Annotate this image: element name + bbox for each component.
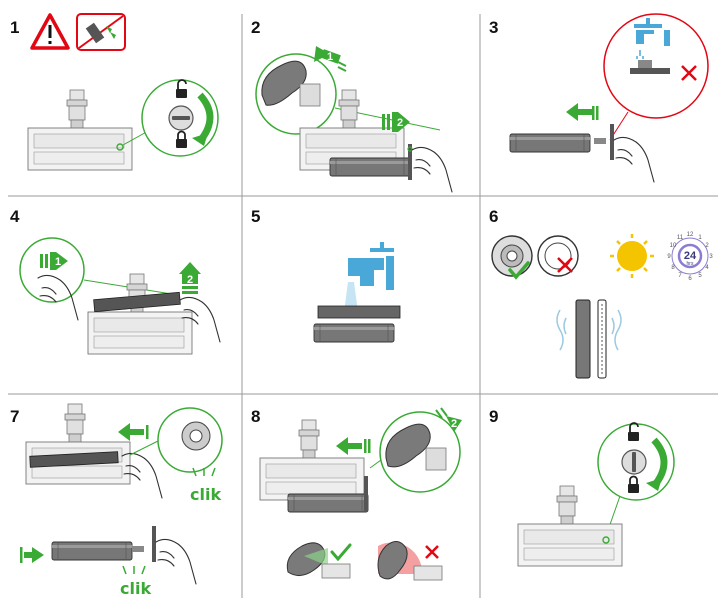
green-arrow-left [566,103,592,121]
step-number: 1 [10,18,19,37]
click-label: clik [190,485,221,504]
hand-illustration [155,538,197,585]
brush-bar [329,157,411,177]
no-water-on-motor-icon [76,13,126,51]
cross-icon [557,257,573,273]
panel-step-2: 1 2 [255,46,453,193]
green-arrow-1: 1 [314,46,347,72]
grid-lines [8,14,718,598]
unlock-icon [176,79,187,98]
brush-bar [313,323,395,343]
green-arrow-left [118,423,144,441]
arrow-number: 2 [451,418,457,430]
clock-24h-icon: 24 hrs 12 1 2 3 4 5 6 7 8 9 10 11 [667,232,713,282]
panel-step-9 [517,422,675,567]
incorrect-fit-illustration [377,541,443,581]
air-dry-lines [556,309,567,351]
clock-number: 7 [678,273,682,279]
clock-number: 11 [677,235,684,241]
panel-step-4: 1 2 [19,237,221,355]
green-arrow-left [336,437,362,455]
arrow-number: 1 [327,51,333,63]
brush-bar [317,305,401,319]
clock-number: 1 [698,235,702,241]
water-stream [344,282,358,312]
sun-icon [610,234,654,278]
panel-step-8: 2 [259,407,462,581]
lock-icon [628,475,639,493]
step-number: 5 [251,207,260,226]
panel-step-3 [509,13,709,183]
panel-step-6: 24 hrs 12 1 2 3 4 5 6 7 8 9 10 11 [491,232,713,379]
check-icon [508,261,530,280]
step-number: 9 [489,407,498,426]
clock-number: 6 [688,276,692,282]
step-number: 3 [489,18,498,37]
end-cap-dirty [537,235,579,277]
brush-bar [29,451,119,468]
unlock-icon [628,422,639,441]
clock-number: 10 [670,243,677,249]
clock-number: 4 [705,265,709,271]
panel-step-1 [27,13,219,171]
arrow-number: 1 [55,256,61,268]
hand-illustration [613,136,655,183]
green-arrow-2: 2 [179,262,201,294]
brush-bar-upright [597,299,607,379]
tap-icon [634,18,670,46]
step-number: 2 [251,18,260,37]
arrow-number: 2 [187,274,193,286]
cleaner-head-illustration [259,419,365,501]
clock-number: 3 [709,254,713,260]
end-cap-clean [491,235,533,277]
panel-step-5 [313,242,401,343]
cleaner-head-illustration [87,273,193,355]
click-label: clik [120,579,151,598]
cleaner-head-illustration [27,89,133,171]
brush-bar [287,493,369,513]
green-arrow-1: 1 [40,252,68,270]
brush-bar-upright [575,299,591,379]
clock-number: 8 [671,265,675,271]
brush-bar [51,541,133,561]
green-arrow-2: 2 [382,112,410,132]
clock-number: 2 [705,243,709,249]
lock-icon [176,130,187,148]
arrow-number: 2 [397,117,403,129]
warning-triangle-icon [30,13,70,50]
step-number: 4 [10,207,20,226]
brush-bar [509,133,591,153]
panel-step-7: clik clik [20,403,223,598]
hand-illustration [411,146,453,193]
cross-icon [681,65,697,81]
clock-number: 9 [667,254,671,260]
step-number: 6 [489,207,498,226]
dry-hours-unit: hrs [687,261,694,267]
step-number: 8 [251,407,260,426]
warning-zoom-circle [603,13,709,119]
cleaner-head-illustration [517,485,623,567]
cross-icon [425,545,439,559]
clock-number: 5 [698,273,702,279]
cleaner-head-illustration [25,403,131,485]
dry-hours: 24 [684,250,697,262]
correct-fit-illustration [286,542,352,579]
step-number: 7 [10,407,19,426]
brush-bar [93,291,181,313]
green-arrow-right [24,547,44,563]
tap-icon [348,242,394,290]
check-icon [330,543,352,562]
clock-number: 12 [687,232,694,238]
green-arrow-2: 2 [435,407,462,432]
